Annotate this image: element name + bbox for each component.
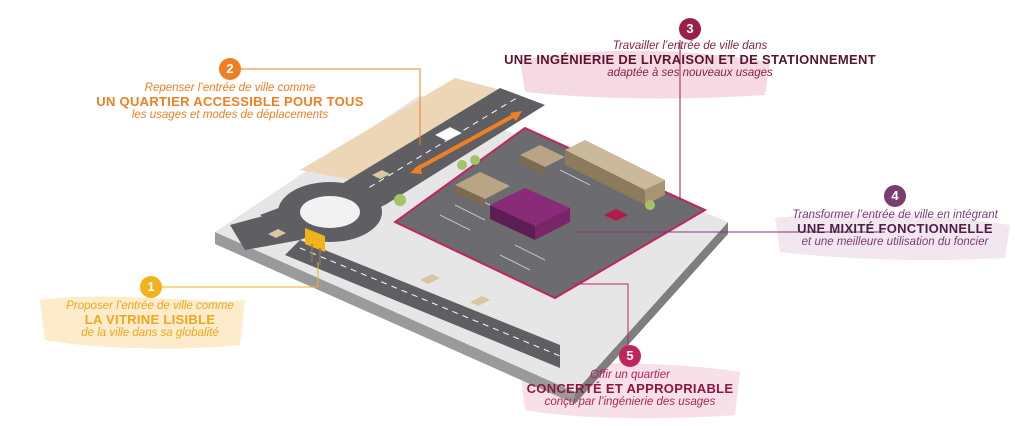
callout-1-line1: Proposer l’entrée de ville comme [66,300,234,312]
sand-area [300,78,520,185]
badge-4: 4 [884,185,906,207]
callout-4-line3: et une meilleure utilisation du foncier [801,236,989,248]
building-row-front [645,180,665,205]
callout-4: 4 Transformer l’entrée de ville en intég… [770,185,1020,248]
road-upper [340,88,545,205]
building-small-1 [455,172,510,199]
building-row-roof [565,140,665,190]
accessibility-arrow [414,113,516,172]
badge-2: 2 [219,58,241,80]
parking-boundary [393,126,708,300]
building-small-2-side [520,155,545,175]
callout-5: 5 Offir un quartier CONCERTÉ ET APPROPRI… [520,345,740,408]
callout-2-line2: UN QUARTIER ACCESSIBLE POUR TOUS [96,94,364,109]
brush-4 [775,213,1010,260]
road-lower [285,240,560,368]
trees [394,155,655,210]
road-marking-upper [359,95,521,194]
callout-1-line3: de la ville dans sa globalité [81,327,219,339]
building-small-2 [520,145,565,167]
car-icon [420,274,440,284]
base-right-side [575,222,728,404]
callout-5-line1: Offir un quartier [590,369,670,381]
roundabout-center [300,196,360,228]
callout-4-line2: UNE MIXITÉ FONCTIONNELLE [797,221,993,236]
callout-4-line1: Transformer l’entrée de ville en intégra… [792,209,998,221]
brush-1 [40,296,245,349]
building-row-side [565,150,645,205]
delivery-truck-icon [604,209,628,221]
callout-1-line2: LA VITRINE LISIBLE [84,312,216,327]
arrow-head-left [410,164,422,174]
callout-3-line3: adaptée à ses nouveaux usages [607,67,773,79]
callout-3-line1: Travailler l’entrée de ville dans [612,40,768,52]
vehicles [268,126,628,306]
callout-5-line3: conçu par l’ingénierie des usages [544,396,716,408]
connector-5 [572,283,629,345]
badge-3: 3 [679,18,701,40]
central-building-right [535,208,570,240]
connector-2 [240,68,421,145]
road-marking-lower [299,247,561,357]
callout-3-line2: UNE INGÉNIERIE DE LIVRAISON ET DE STATIO… [504,52,876,67]
car-icon [470,296,490,306]
callout-2-line3: les usages et modes de déplacements [131,109,329,121]
brush-3 [520,50,770,99]
arrow-head-right [510,111,522,121]
callout-1: 1 Proposer l’entrée de ville comme LA VI… [30,276,270,339]
city-sign-icon [305,228,325,265]
badge-1: 1 [140,276,162,298]
truck-icon [434,126,463,142]
base-left-side [215,232,575,404]
badge-5: 5 [619,345,641,367]
car-icon [268,229,286,238]
callout-2-line1: Repenser l’entrée de ville comme [144,82,316,94]
central-building-roof [490,188,570,226]
callout-3: 3 Travailler l’entrée de ville dans UNE … [490,18,890,79]
car-icon [372,170,390,179]
central-building-left [490,205,535,240]
callout-2: 2 Repenser l’entrée de ville comme UN QU… [95,58,365,121]
callout-5-line2: CONCERTÉ ET APPROPRIABLE [526,381,734,396]
connector-1 [155,262,319,288]
building-small-1-side [455,185,485,207]
